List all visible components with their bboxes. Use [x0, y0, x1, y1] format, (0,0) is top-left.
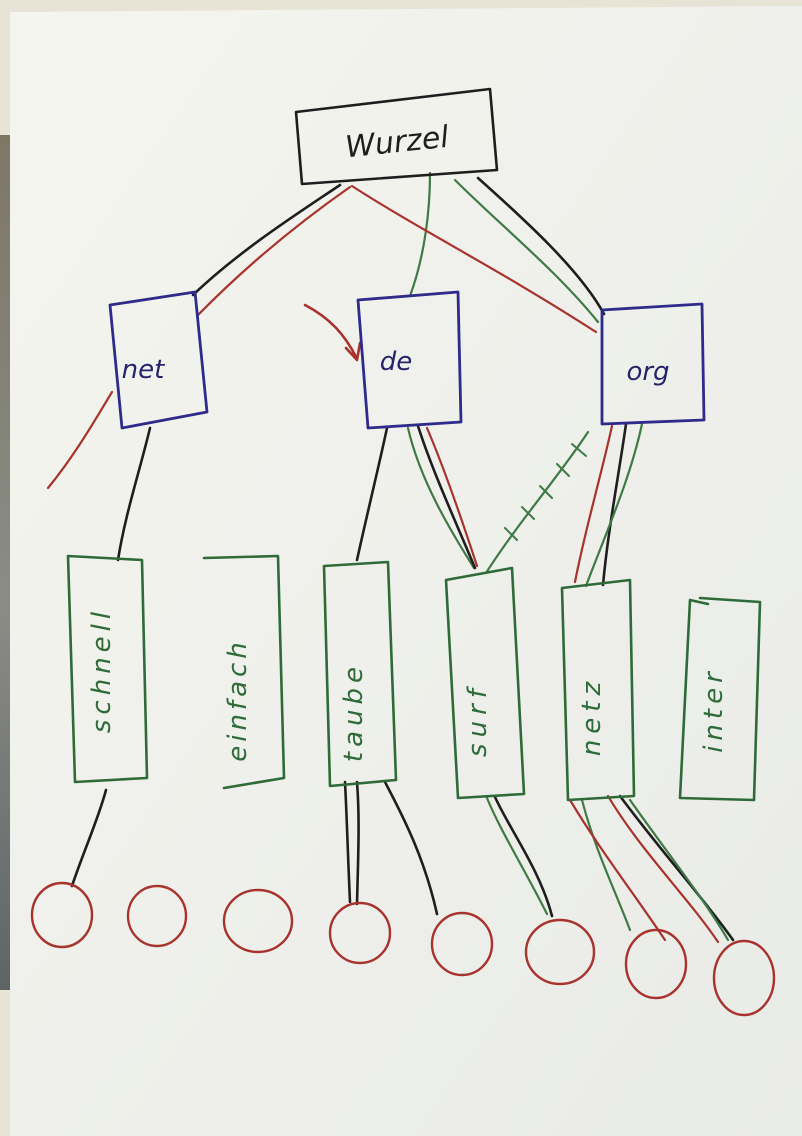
node-de: de	[356, 290, 463, 430]
edge-root-org-red	[350, 184, 598, 334]
leaf-node-3	[222, 888, 294, 954]
edge-net-offpage-red	[46, 390, 114, 490]
node-schnell: schnell	[66, 554, 149, 784]
strike-mark-2	[556, 463, 570, 477]
node-netz-box	[560, 578, 636, 802]
edge-taube-leaf4-black-a	[343, 780, 352, 904]
node-root: Wurzel	[294, 87, 499, 186]
node-schnell-box	[66, 554, 149, 784]
node-org-box	[600, 302, 706, 426]
edge-netz-leaf8-green	[628, 798, 730, 942]
node-inter-label: inter	[699, 667, 729, 753]
leaf-node-6	[524, 918, 596, 986]
arrow-head-de	[344, 341, 362, 362]
edge-surf-leaf6-green	[485, 796, 549, 916]
edge-netz-leaf8-black	[618, 794, 735, 942]
edge-de-taube-black	[355, 426, 389, 562]
edge-de-surf-green	[406, 426, 476, 570]
node-netz: netz	[560, 578, 636, 802]
strike-mark-5	[504, 527, 518, 541]
node-de-box	[356, 290, 463, 430]
node-inter: inter	[678, 596, 762, 802]
edge-org-surf-green-crossed	[484, 430, 590, 575]
edges-root-level1	[191, 171, 606, 334]
edge-de-surf-red	[425, 426, 479, 568]
edge-org-netz-red	[573, 424, 614, 584]
edge-net-schnell-black	[116, 426, 152, 562]
node-de-label: de	[380, 347, 413, 377]
node-einfach: einfach	[202, 554, 286, 790]
node-net: net	[108, 290, 209, 430]
arrow-into-de	[303, 303, 358, 359]
edge-org-netz-black	[601, 422, 628, 587]
node-taube-box	[322, 560, 398, 788]
edge-root-org-green	[453, 178, 600, 324]
node-net-label: net	[122, 355, 165, 385]
edge-de-surf-black	[416, 424, 477, 570]
edge-taube-leaf4-black-b	[355, 780, 360, 906]
node-org: org	[600, 302, 706, 426]
leaf-node-1	[30, 881, 94, 949]
node-taube-label: taube	[339, 662, 369, 762]
node-root-label: Wurzel	[344, 120, 451, 166]
node-root-box	[294, 87, 499, 186]
edge-netz-leaf8-red	[606, 794, 720, 944]
leaf-node-8	[712, 939, 776, 1017]
leaf-node-4	[328, 901, 392, 965]
edge-org-netz-green	[584, 422, 644, 588]
edge-netz-leaf7-green	[580, 798, 632, 932]
edge-root-org-black	[476, 176, 606, 316]
edge-schnell-leaf1-black	[70, 788, 108, 888]
node-org-label: org	[626, 357, 669, 387]
edge-root-de-green	[408, 171, 432, 298]
leaf-node-7	[624, 928, 688, 1000]
strike-mark-3	[539, 485, 553, 499]
edge-surf-leaf6-black	[493, 795, 554, 918]
leaf-nodes	[30, 881, 776, 1017]
node-taube: taube	[322, 560, 398, 788]
leaf-node-5	[430, 911, 494, 977]
node-surf-box	[444, 566, 526, 800]
edge-root-net-red	[196, 185, 352, 317]
node-schnell-label: schnell	[87, 607, 117, 733]
node-surf: surf	[444, 566, 526, 800]
node-einfach-label: einfach	[223, 638, 253, 762]
node-inter-box	[678, 596, 762, 802]
node-einfach-box	[202, 554, 286, 790]
node-netz-label: netz	[577, 676, 607, 756]
edges-level1-level2	[116, 422, 644, 588]
node-surf-label: surf	[463, 683, 493, 757]
edge-root-net-black	[191, 183, 342, 297]
node-net-box	[108, 290, 209, 430]
leaf-node-2	[126, 884, 188, 948]
edge-taube-leaf5-black	[383, 780, 439, 916]
edges-level2-leaves	[70, 780, 735, 944]
strike-mark-1	[571, 443, 587, 457]
strike-mark-4	[521, 506, 535, 520]
edge-netz-leaf7-red	[568, 798, 667, 942]
